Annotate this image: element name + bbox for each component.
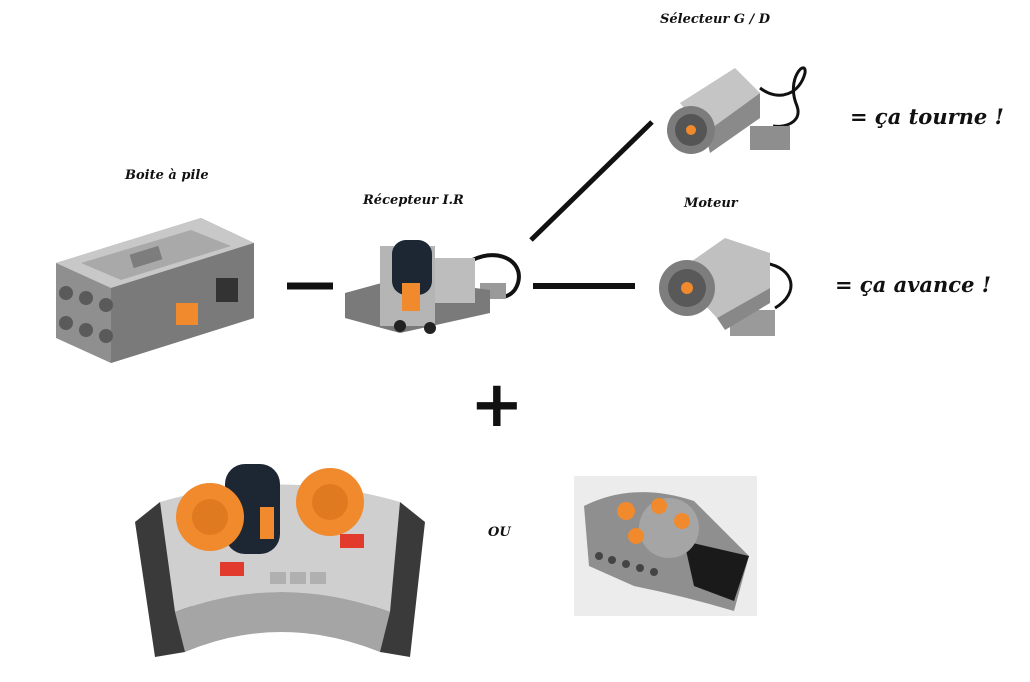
battery-label: Boite à pile (125, 168, 209, 183)
ir-remote-photo (574, 476, 757, 616)
receiver-label: Récepteur I.R (363, 193, 464, 208)
speed-remote-image (130, 462, 435, 667)
result-turn-label: = ça tourne ! (850, 104, 1004, 129)
motor-label: Moteur (684, 196, 738, 211)
motor-image (655, 228, 805, 343)
or-label: OU (488, 525, 511, 540)
plus-sign: + (470, 368, 524, 442)
ir-receiver-image (340, 228, 525, 348)
receiver-selector-connector (529, 120, 654, 242)
selector-image (665, 48, 820, 168)
battery-box-image (36, 208, 261, 368)
result-forward-label: = ça avance ! (835, 272, 991, 297)
selector-label: Sélecteur G / D (660, 12, 771, 27)
